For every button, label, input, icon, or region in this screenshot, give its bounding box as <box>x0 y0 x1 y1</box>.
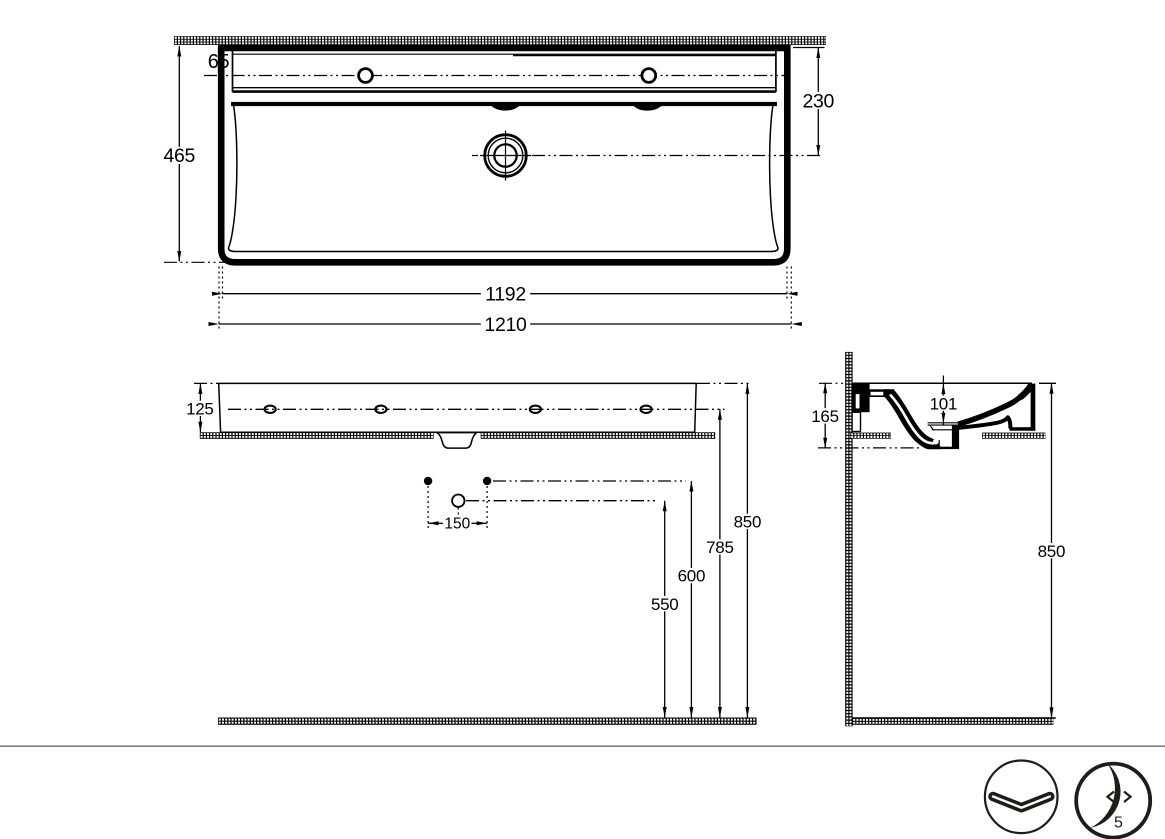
svg-text:101: 101 <box>930 394 957 413</box>
svg-text:785: 785 <box>706 538 733 557</box>
svg-text:550: 550 <box>651 595 678 614</box>
svg-text:230: 230 <box>802 90 834 112</box>
svg-text:600: 600 <box>678 567 705 586</box>
svg-text:850: 850 <box>734 512 761 531</box>
svg-text:465: 465 <box>163 145 195 167</box>
svg-text:150: 150 <box>444 516 470 533</box>
svg-text:5: 5 <box>1114 815 1123 832</box>
svg-text:165: 165 <box>811 407 838 426</box>
svg-text:850: 850 <box>1038 542 1065 561</box>
svg-text:1210: 1210 <box>484 314 527 336</box>
svg-text:125: 125 <box>186 399 213 418</box>
svg-text:1192: 1192 <box>485 283 526 305</box>
